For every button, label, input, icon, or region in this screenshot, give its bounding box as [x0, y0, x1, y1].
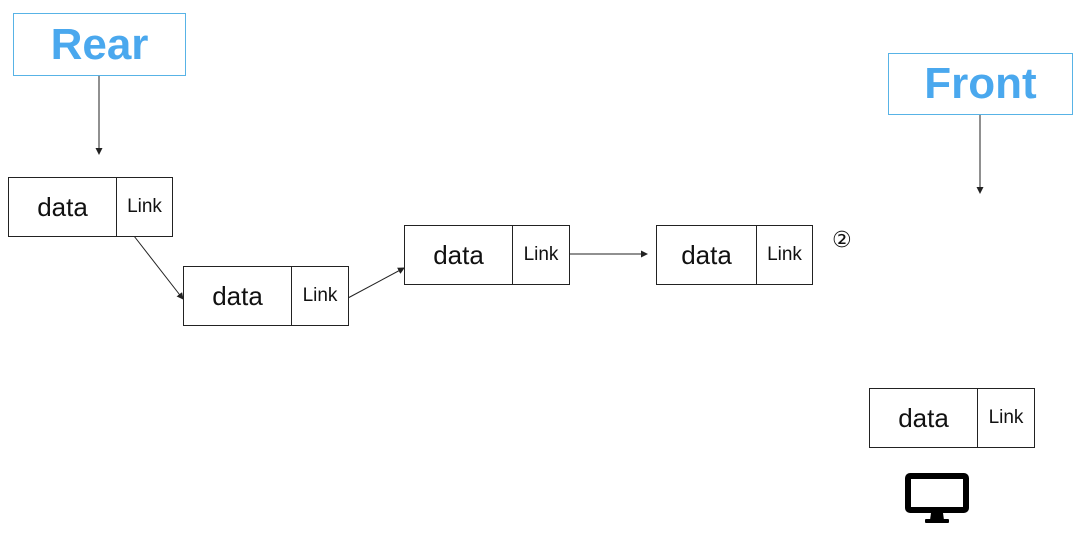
monitor-icon [905, 473, 969, 523]
front-pointer-label: Front [924, 59, 1037, 108]
step-marker: ② [832, 228, 852, 253]
node-link-field: Link [302, 285, 338, 306]
node-link-field: Link [523, 244, 559, 265]
link-arrow-1-to-2 [133, 235, 184, 300]
node-data-field: data [9, 178, 117, 236]
list-node-2: data Link [183, 266, 349, 326]
list-node-4: data Link [656, 225, 813, 285]
list-node-1: data Link [8, 177, 173, 237]
node-link-field: Link [988, 407, 1024, 428]
node-data-field: data [657, 226, 757, 284]
node-link-field: Link [767, 244, 802, 265]
node-data-field: data [870, 389, 978, 447]
list-node-3: data Link [404, 225, 570, 285]
front-pointer-box: Front [888, 53, 1073, 115]
rear-pointer-label: Rear [50, 19, 149, 69]
node-link-field: Link [127, 196, 162, 217]
node-data-field: data [405, 226, 513, 284]
list-node-5: data Link [869, 388, 1035, 448]
node-data-field: data [184, 267, 292, 325]
rear-pointer-box: Rear [13, 13, 186, 76]
link-arrow-2-to-3 [347, 267, 405, 299]
